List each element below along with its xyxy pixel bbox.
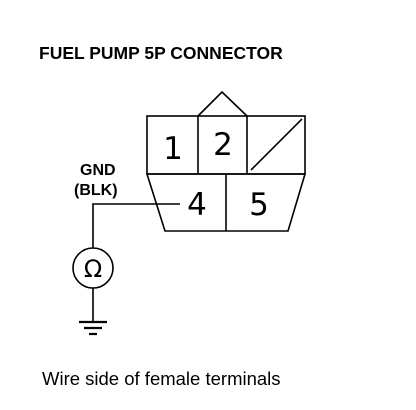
pin-1: 1 bbox=[163, 131, 183, 167]
pin-5: 5 bbox=[249, 187, 269, 223]
diagram-caption: Wire side of female terminals bbox=[42, 368, 281, 389]
ground-wire bbox=[92, 203, 180, 248]
connector-housing bbox=[145, 90, 307, 232]
wire-color-label: (BLK) bbox=[74, 182, 118, 199]
ohm-symbol: Ω bbox=[84, 255, 102, 283]
ground-icon bbox=[79, 320, 107, 336]
connector-bottom-row bbox=[145, 173, 307, 232]
pin-2: 2 bbox=[213, 127, 233, 163]
unused-cavity-slash bbox=[250, 118, 303, 171]
pin-4: 4 bbox=[187, 187, 207, 223]
gnd-label: GND bbox=[80, 162, 116, 179]
ohmmeter-icon: Ω bbox=[72, 247, 114, 289]
diagram-title: FUEL PUMP 5P CONNECTOR bbox=[39, 43, 283, 63]
connector-lock-tab bbox=[197, 90, 248, 117]
